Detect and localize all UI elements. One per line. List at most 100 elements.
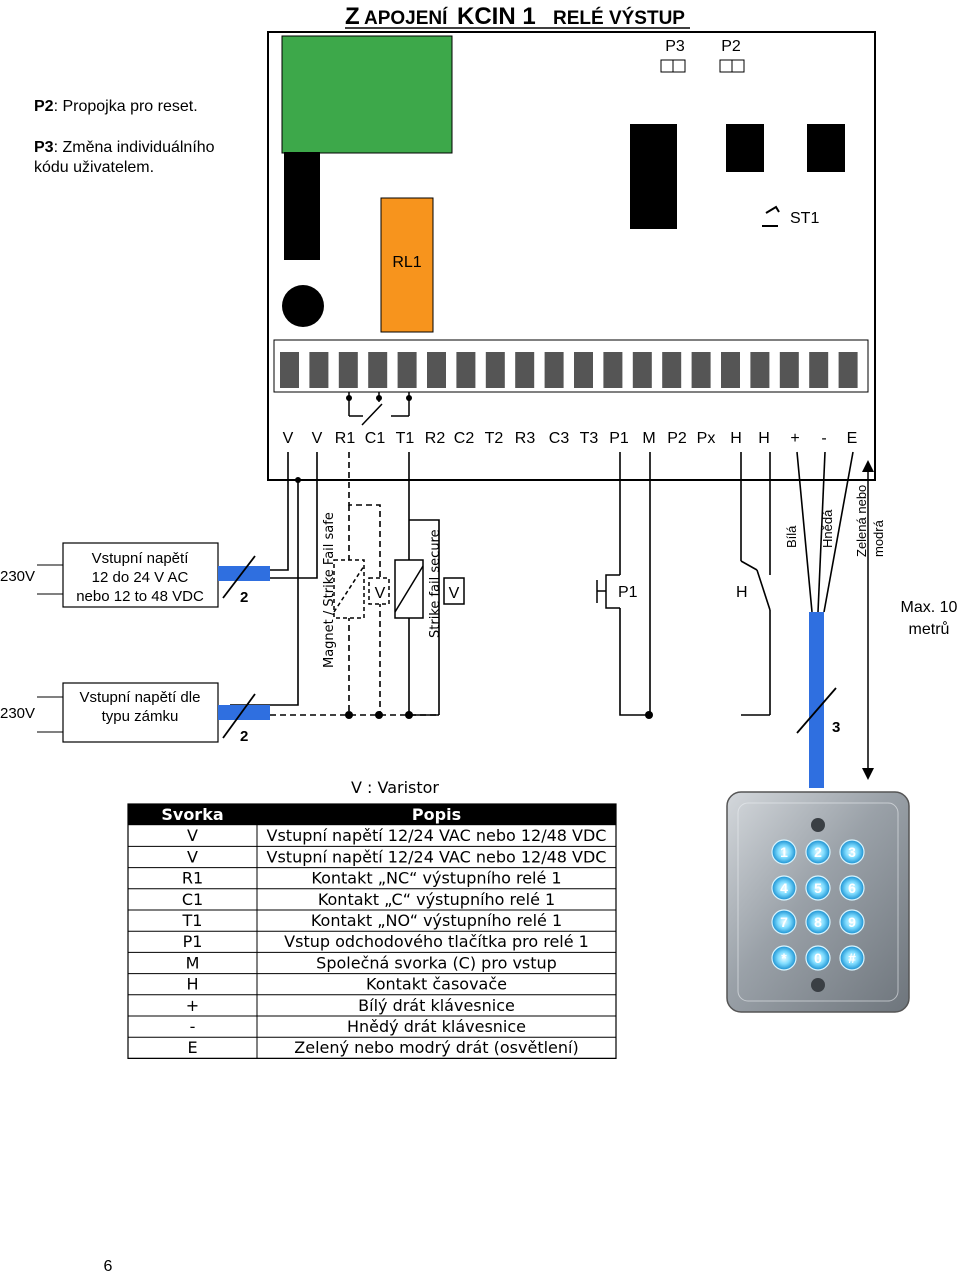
title-prefix-big: Z	[345, 3, 360, 30]
note-p3-text: : Změna individuálního	[54, 139, 215, 156]
page-title: Z APOJENÍ KCIN 1 RELÉ VÝSTUP	[345, 3, 690, 30]
psu-line3: nebo 12 to 48 VDC	[76, 588, 204, 605]
terminal-label: C2	[454, 430, 475, 447]
terminal-label: Px	[697, 430, 716, 447]
terminal-slot	[485, 352, 505, 388]
terminal-slot	[368, 352, 388, 388]
terminal-label: H	[758, 430, 770, 447]
keypad-key	[805, 909, 831, 935]
h-label: H	[736, 584, 748, 601]
fail-safe-label: Magnet / Strike Fail safe	[322, 512, 337, 668]
relay-label: RL1	[392, 254, 421, 271]
keypad-key-label: 8	[814, 914, 822, 930]
terminal-label: +	[790, 430, 799, 447]
buzzer	[282, 285, 324, 327]
table-cell-description: Bílý drát klávesnice	[358, 996, 515, 1015]
st1-label: ST1	[790, 210, 819, 227]
mains-top-label: 230V	[0, 568, 35, 585]
terminal-slot	[603, 352, 623, 388]
terminal-label: T2	[485, 430, 504, 447]
wires-bottom-count: 2	[240, 728, 248, 745]
varistor-label: V	[375, 585, 386, 602]
keypad-key-label: 1	[780, 844, 788, 860]
keypad-key-label: 0	[814, 950, 822, 966]
terminal-slot	[544, 352, 564, 388]
table-header	[128, 804, 616, 826]
note-p2-key: P2	[34, 98, 54, 115]
jumper-p2-pin	[719, 59, 733, 73]
table-cell-description: Hnědý drát klávesnice	[347, 1017, 526, 1036]
table-cell-description: Společná svorka (C) pro vstup	[316, 953, 557, 972]
terminal-slot	[427, 352, 446, 388]
table-cell-description: Kontakt „NO“ výstupního relé 1	[311, 911, 562, 930]
keypad-key-label: *	[781, 950, 787, 966]
varistor-label: V	[449, 585, 460, 602]
table-cell-terminal: M	[186, 953, 200, 972]
terminal-slot	[338, 352, 358, 388]
keypad-key-label: 4	[780, 880, 788, 896]
jumper-p3-pin	[660, 59, 674, 73]
terminal-label: V	[312, 430, 323, 447]
terminal-slot	[691, 352, 711, 388]
keypad-key-label: 6	[848, 880, 856, 896]
board-component	[726, 124, 764, 172]
table-cell-description: Vstupní napětí 12/24 VAC nebo 12/48 VDC	[267, 847, 607, 866]
terminal-label: V	[283, 430, 294, 447]
table-cell-terminal: C1	[182, 890, 203, 909]
jumper-notes: P2: Propojka pro reset. P3: Změna indivi…	[34, 98, 215, 176]
board-component	[284, 152, 320, 260]
table-cell-terminal: -	[190, 1017, 196, 1036]
keypad-key	[805, 945, 831, 971]
terminal-slot	[721, 352, 740, 388]
failsafe-lock	[333, 559, 390, 619]
varistor-legend: V : Varistor	[351, 778, 439, 797]
terminal-label: R3	[515, 430, 536, 447]
keypad-key-label: 9	[848, 914, 856, 930]
table-cell-terminal: E	[187, 1038, 197, 1057]
white-wire-label: Bílá	[784, 525, 799, 548]
terminal-label: E	[847, 430, 858, 447]
mains-bottom-label: 230V	[0, 705, 35, 722]
terminal-label: T1	[396, 430, 415, 447]
terminal-block	[273, 339, 869, 393]
keypad-key-label: 2	[814, 844, 822, 860]
relay-rl1	[380, 197, 434, 333]
terminal-slot	[397, 352, 417, 388]
table-cell-description: Zelený nebo modrý drát (osvětlení)	[294, 1038, 578, 1057]
terminal-slot	[515, 352, 535, 388]
table-cell-description: Kontakt časovače	[366, 975, 507, 994]
board-component	[630, 124, 677, 229]
keypad-key	[771, 909, 797, 935]
svg-text:P2: Propojka pro reset.: P2: Propojka pro reset.	[34, 98, 198, 115]
keypad-key	[805, 875, 831, 901]
blue-cables: 2 2 3	[218, 555, 840, 788]
exit-button-symbol	[596, 574, 620, 609]
terminal-slot	[809, 352, 829, 388]
terminal-label: R2	[425, 430, 446, 447]
jumper-p3-label: P3	[665, 38, 685, 55]
keypad-key	[839, 945, 865, 971]
title-prefix-small: APOJENÍ	[364, 7, 448, 29]
wire-m	[619, 452, 651, 716]
terminal-slot	[750, 352, 770, 388]
keypad-key	[771, 875, 797, 901]
green-wire-label-2: modrá	[871, 519, 886, 557]
terminal-label: P1	[609, 430, 629, 447]
table-cell-description: Vstupní napětí 12/24 VAC nebo 12/48 VDC	[267, 826, 607, 845]
psu-line2: 12 do 24 V AC	[92, 569, 189, 586]
wires-top-count: 2	[240, 589, 248, 606]
p1-label: P1	[618, 584, 638, 601]
terminal-slot	[456, 352, 476, 388]
green-wire-label-1: Zelená nebo	[854, 485, 869, 557]
junction-dots	[295, 477, 653, 719]
keypad-sensor	[811, 818, 825, 832]
note-p3-text2: kódu uživatelem.	[34, 159, 154, 176]
cable-wire-count: 3	[832, 719, 840, 736]
table-cell-terminal: R1	[182, 869, 203, 888]
lock-psu-box: Vstupní napětí dle typu zámku 230V	[0, 682, 219, 743]
terminal-slot	[838, 352, 858, 388]
